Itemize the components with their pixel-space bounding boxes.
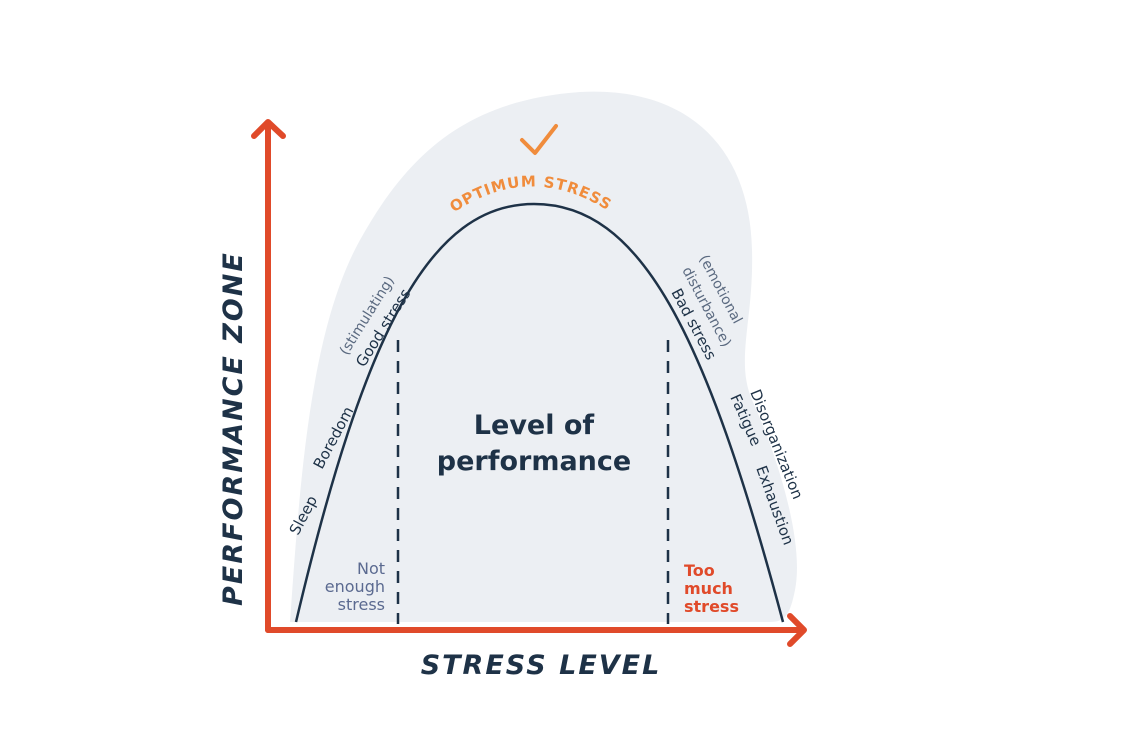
checkmark-icon (520, 124, 558, 155)
center-label-line2: performance (437, 446, 631, 477)
center-label-line1: Level of (474, 410, 595, 441)
svg-text:stress: stress (684, 597, 739, 616)
y-axis (251, 119, 286, 633)
svg-text:Too: Too (684, 561, 715, 580)
performance-curve (294, 202, 785, 623)
background-blob (290, 91, 797, 622)
too-much-stress-label: Too much stress (684, 561, 739, 616)
svg-text:much: much (684, 579, 733, 598)
x-axis (265, 613, 807, 647)
y-axis-title: PERFORMANCE ZONE (218, 251, 249, 606)
svg-text:Not: Not (357, 559, 385, 578)
svg-text:enough: enough (325, 577, 385, 596)
x-axis-title: STRESS LEVEL (421, 650, 662, 681)
svg-text:stress: stress (338, 595, 385, 614)
not-enough-stress-label: Not enough stress (325, 559, 385, 614)
